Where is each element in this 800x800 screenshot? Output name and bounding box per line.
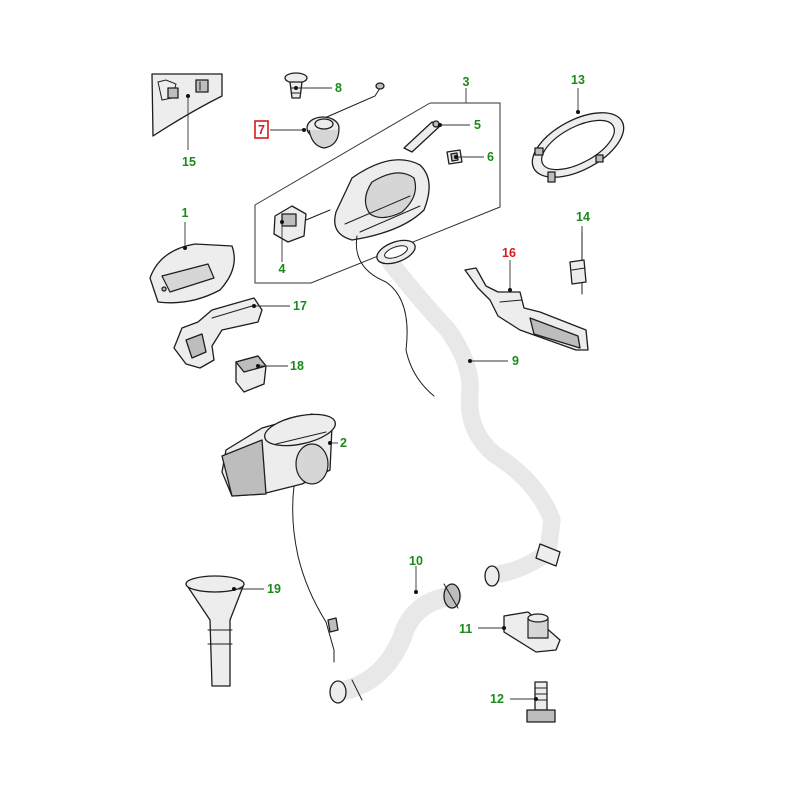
callout-11[interactable]: 11 xyxy=(459,622,472,636)
callout-2[interactable]: 2 xyxy=(340,436,347,450)
callout-15[interactable]: 15 xyxy=(182,155,196,169)
callout-4[interactable]: 4 xyxy=(279,262,286,276)
callout-numbers: 1 2 3 4 5 6 7 8 9 10 11 12 13 14 15 16 1… xyxy=(182,73,590,706)
part-16-bracket xyxy=(464,267,589,351)
callout-17[interactable]: 17 xyxy=(293,299,307,313)
part-17-trim-cover xyxy=(173,297,263,369)
leader-lines xyxy=(183,86,583,701)
part-11-mounting-bracket xyxy=(503,611,561,653)
callout-1[interactable]: 1 xyxy=(182,206,189,220)
part-13-seal-ring xyxy=(531,112,625,183)
part-3-filler-housing xyxy=(334,159,430,241)
part-12-bolt xyxy=(526,681,556,723)
callout-13[interactable]: 13 xyxy=(571,73,585,87)
callout-14[interactable]: 14 xyxy=(576,210,590,224)
part-2-filler-housing-box xyxy=(221,413,336,497)
part-15-label-card xyxy=(151,73,223,137)
part-5-hinge-rod xyxy=(403,120,441,153)
callout-3[interactable]: 3 xyxy=(463,75,470,89)
part-19-funnel xyxy=(185,575,245,687)
callout-10[interactable]: 10 xyxy=(409,554,423,568)
part-14-pin-clip xyxy=(569,227,587,295)
callout-6[interactable]: 6 xyxy=(487,150,494,164)
part-10-filler-hose xyxy=(329,583,462,704)
callout-8[interactable]: 8 xyxy=(335,81,342,95)
callout-16[interactable]: 16 xyxy=(502,246,516,260)
drain-tube-cables xyxy=(292,235,435,663)
part-9-filler-pipe xyxy=(376,239,561,587)
callout-18[interactable]: 18 xyxy=(290,359,304,373)
callout-5[interactable]: 5 xyxy=(474,118,481,132)
part-7-fuel-cap xyxy=(306,82,385,149)
part-3-group-frame xyxy=(254,102,501,284)
part-18-connector-module xyxy=(235,355,267,393)
part-1-filler-door xyxy=(149,243,235,304)
callout-7-highlight-box xyxy=(254,120,269,139)
callout-7[interactable]: 7 xyxy=(258,123,265,137)
part-8-push-clip xyxy=(284,72,308,99)
callout-9[interactable]: 9 xyxy=(512,354,519,368)
callout-12[interactable]: 12 xyxy=(490,692,504,706)
callout-19[interactable]: 19 xyxy=(267,582,281,596)
